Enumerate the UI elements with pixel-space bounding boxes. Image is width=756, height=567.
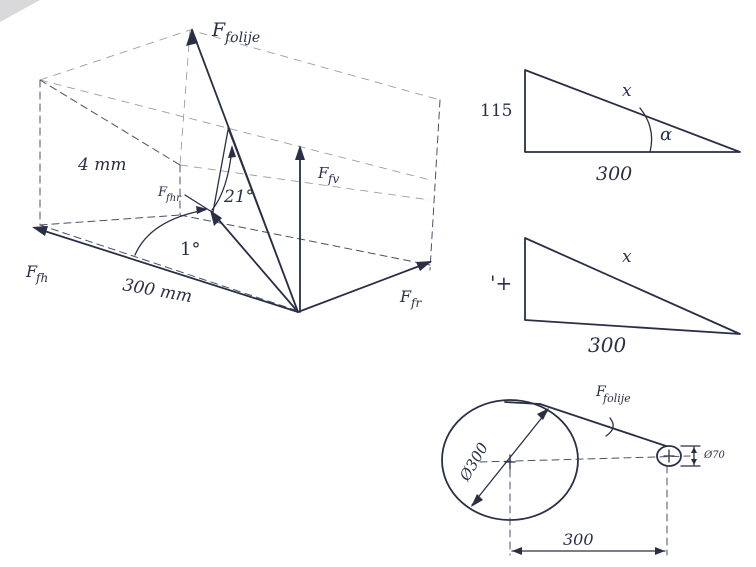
label-center-distance: 300 <box>563 530 594 549</box>
label-f-folije-top: F folije <box>211 19 260 46</box>
svg-text:F: F <box>25 262 38 281</box>
svg-text:folije: folije <box>224 30 260 46</box>
label-angle-1: 1° <box>180 239 200 260</box>
triangle-2-hypotenuse: x <box>622 247 632 267</box>
triangle-2 <box>524 237 741 335</box>
triangle-1-base: 300 <box>596 163 632 185</box>
svg-text:fh: fh <box>35 271 48 285</box>
triangle-1-hypotenuse: x <box>622 81 632 101</box>
triangle-1-angle: α <box>660 124 672 145</box>
triangle-2-side: '+ <box>490 271 512 295</box>
triangle-1 <box>524 69 741 153</box>
pulley-drawing <box>441 399 701 556</box>
label-f-folije-bottom: F <box>595 384 607 400</box>
svg-text:F: F <box>317 164 329 182</box>
svg-text:300 mm: 300 mm <box>121 275 194 307</box>
svg-text:4 mm: 4 mm <box>77 155 126 175</box>
svg-text:1°: 1° <box>180 239 200 260</box>
svg-text:fr: fr <box>410 296 422 310</box>
f-fr-vector <box>297 261 432 313</box>
f-fh-left-vector <box>32 226 299 313</box>
svg-text:21°: 21° <box>223 187 254 207</box>
svg-text:F: F <box>157 185 168 200</box>
label-angle-21: 21° <box>223 187 254 207</box>
label-length: 300 mm <box>121 275 194 307</box>
triangle-1-side: 115 <box>480 101 512 121</box>
label-f-fv: F fv <box>317 164 339 186</box>
label-depth: 4 mm <box>77 155 126 175</box>
f-folije-projection <box>212 127 299 313</box>
f-fv-vector <box>295 145 305 313</box>
svg-text:fv: fv <box>327 172 339 186</box>
svg-text:F: F <box>211 19 226 41</box>
svg-text:fhr: fhr <box>165 193 182 204</box>
label-f-fr: F fr <box>399 287 422 310</box>
label-f-fhr: F fhr <box>157 185 182 204</box>
triangle-2-labels: '+ x 300 <box>490 247 632 357</box>
scan-shadow <box>0 0 40 22</box>
svg-text:F: F <box>399 287 412 306</box>
angle-arcs <box>134 145 236 256</box>
triangle-2-base: 300 <box>588 333 626 357</box>
label-f-folije-bottom-sub: folije <box>602 392 631 405</box>
label-f-fh-left: F fh <box>25 262 48 285</box>
label-diameter-small: Ø70 <box>703 450 726 461</box>
triangle-1-labels: 115 x α 300 <box>480 81 672 185</box>
